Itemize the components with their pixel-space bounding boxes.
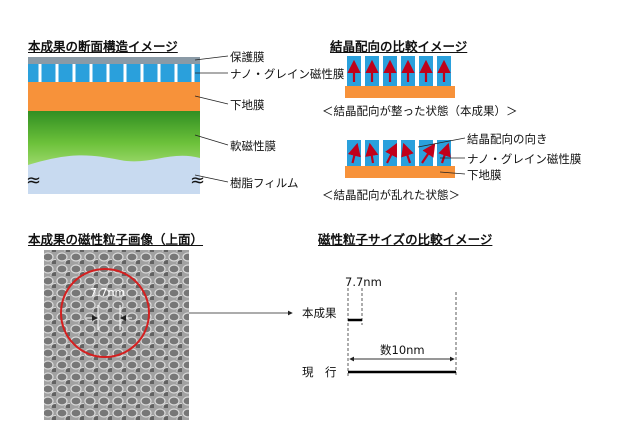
orientation-arrow [421, 143, 436, 164]
size-label-this: 7.7nm [345, 275, 382, 289]
wave-symbol-right: ≈ [190, 170, 206, 191]
disordered-stack [343, 140, 455, 178]
micrograph-title: 本成果の磁性粒子画像（上面） [28, 232, 204, 247]
label-orientation: 結晶配向の向き [467, 132, 548, 146]
disordered-caption: ＜結晶配向が乱れた状態＞ [322, 188, 460, 202]
grain-boundaries [38, 64, 195, 82]
micrograph-image [44, 250, 189, 420]
layer-label-protective: 保護膜 [230, 50, 265, 64]
size-comparison-title: 磁性粒子サイズの比較イメージ [318, 232, 493, 247]
size-comparison-graphic [347, 288, 457, 376]
orientation-arrow [365, 142, 379, 164]
layer-label-under: 下地膜 [230, 98, 265, 112]
wave-symbol-left: ≈ [26, 170, 42, 191]
label-grain-film: ナノ・グレイン磁性膜 [467, 152, 582, 166]
size-label-current: 数10nm [380, 343, 425, 357]
cross-section-stack [28, 57, 200, 194]
layer-label-grain: ナノ・グレイン磁性膜 [230, 67, 345, 81]
soft-magnetic-layer [28, 110, 200, 165]
grain-layer [28, 64, 200, 82]
row-label-this: 本成果 [302, 306, 337, 320]
layer-label-soft: 軟磁性膜 [230, 139, 276, 153]
orientation-arrow [385, 143, 397, 164]
aligned-caption: ＜結晶配向が整った状態（本成果）＞ [322, 104, 518, 118]
protective-layer [28, 57, 200, 64]
aligned-stack [343, 56, 455, 98]
micrograph-scale-label: 7.7nm [90, 286, 126, 299]
left-diagram-title: 本成果の断面構造イメージ [28, 39, 178, 54]
right-diagram-title: 結晶配向の比較イメージ [330, 39, 468, 54]
label-underlayer: 下地膜 [467, 168, 502, 182]
right-leader-lines [417, 137, 466, 175]
layer-label-film: 樹脂フィルム [230, 176, 299, 190]
highlight-circle [60, 268, 150, 358]
left-leader-lines [194, 55, 229, 183]
orientation-arrow [438, 142, 451, 164]
orientation-arrow [347, 142, 361, 164]
underlayer [28, 82, 200, 111]
row-label-current: 現 行 [302, 365, 337, 379]
orientation-arrow [401, 142, 414, 164]
